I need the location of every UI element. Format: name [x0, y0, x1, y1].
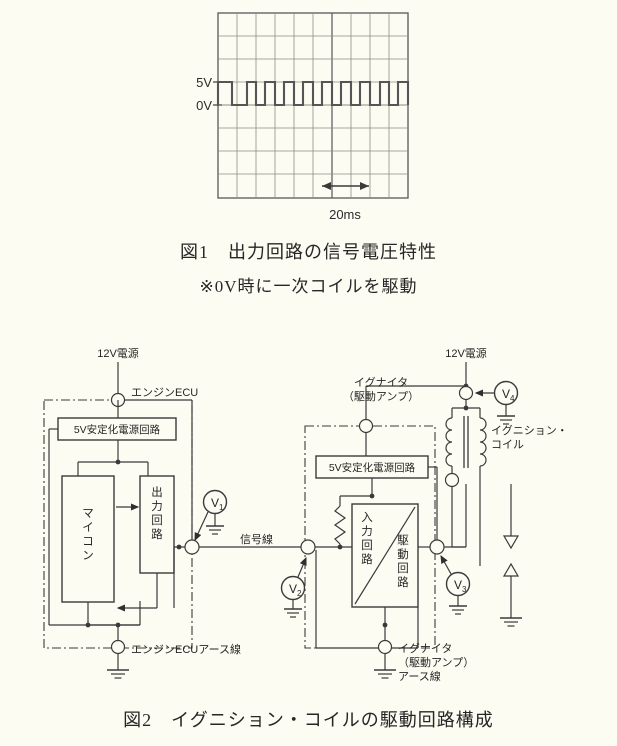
- pullup-resistor: [333, 505, 347, 545]
- igniter-power-terminal: [358, 418, 374, 434]
- meter-v3-ground: [449, 605, 467, 615]
- label-igniter-ground-line2: （駆動アンプ）: [398, 655, 474, 669]
- igniter-ground-terminal: [377, 639, 393, 655]
- y-label-5v: 5V: [196, 75, 212, 90]
- label-drive-circuit: 駆動回路: [397, 534, 409, 589]
- meter-v2-label: V2: [289, 582, 302, 598]
- label-12v-power-left: 12V電源: [97, 346, 139, 360]
- meter-v2-ground: [284, 608, 302, 618]
- circuit-divider-diagonal: [354, 506, 416, 605]
- ecu-ground-symbol: [107, 669, 129, 679]
- figure-2-caption: 図2 イグニション・コイルの駆動回路構成: [123, 710, 494, 730]
- ignition-coil-windings: [445, 416, 487, 468]
- label-input-circuit: 入力回路: [361, 511, 373, 566]
- label-igniter-ground-line1: イグナイタ: [398, 641, 452, 655]
- label-5v-regulator-left: 5V安定化電源回路: [74, 423, 161, 436]
- label-ignition-coil-line2: コイル: [491, 439, 524, 451]
- time-marker-label: 20ms: [329, 207, 361, 222]
- y-label-0v: 0V: [196, 98, 212, 113]
- time-marker: [322, 182, 369, 190]
- label-engine-ecu: エンジンECU: [131, 387, 198, 399]
- coil-top-terminal: [458, 385, 474, 401]
- micon-box: [61, 475, 115, 603]
- signal-node-v2: [300, 539, 316, 555]
- label-12v-power-right: 12V電源: [445, 346, 487, 360]
- figure-1-caption: 図1 出力回路の信号電圧特性: [180, 242, 437, 262]
- meter-v1-label: V1: [211, 496, 224, 512]
- label-igniter-line2: （駆動アンプ）: [343, 389, 419, 403]
- ht-output-symbol: [500, 484, 522, 627]
- figure-1-note: ※0V時に一次コイルを駆動: [199, 277, 418, 296]
- label-micon: マイコン: [82, 508, 94, 562]
- label-signal-line: 信号線: [240, 532, 273, 546]
- signal-node-v1: [184, 539, 200, 555]
- coil-bottom-terminal: [444, 472, 460, 488]
- figure-2-circuit-diagram: 12V電源 12V電源 エンジンECU 5V安定化電源回路 5V安定化電源回路 …: [43, 346, 568, 683]
- figure-1: 5V 0V 20ms: [0, 0, 617, 300]
- igniter-ground-symbol: [374, 669, 396, 679]
- meter-v1-ground: [206, 525, 224, 535]
- meter-v3-label: V3: [454, 578, 467, 594]
- meter-v4-label: V4: [502, 387, 515, 403]
- signal-waveform: [216, 80, 410, 107]
- label-output-circuit: 出力回路: [151, 485, 163, 541]
- oscilloscope-chart: 5V 0V 20ms: [196, 12, 410, 222]
- label-igniter-ground-line3: アース線: [398, 669, 441, 683]
- label-5v-regulator-right: 5V安定化電源回路: [329, 461, 416, 474]
- label-igniter-line1: イグナイタ: [354, 375, 408, 389]
- meter-v4-ground: [497, 415, 515, 425]
- signal-node-v3: [429, 539, 445, 555]
- label-ecu-ground-line: エンジンECUアース線: [131, 642, 241, 656]
- ecu-ground-terminal: [110, 639, 126, 655]
- label-ignition-coil-line1: イグニション・: [491, 423, 568, 437]
